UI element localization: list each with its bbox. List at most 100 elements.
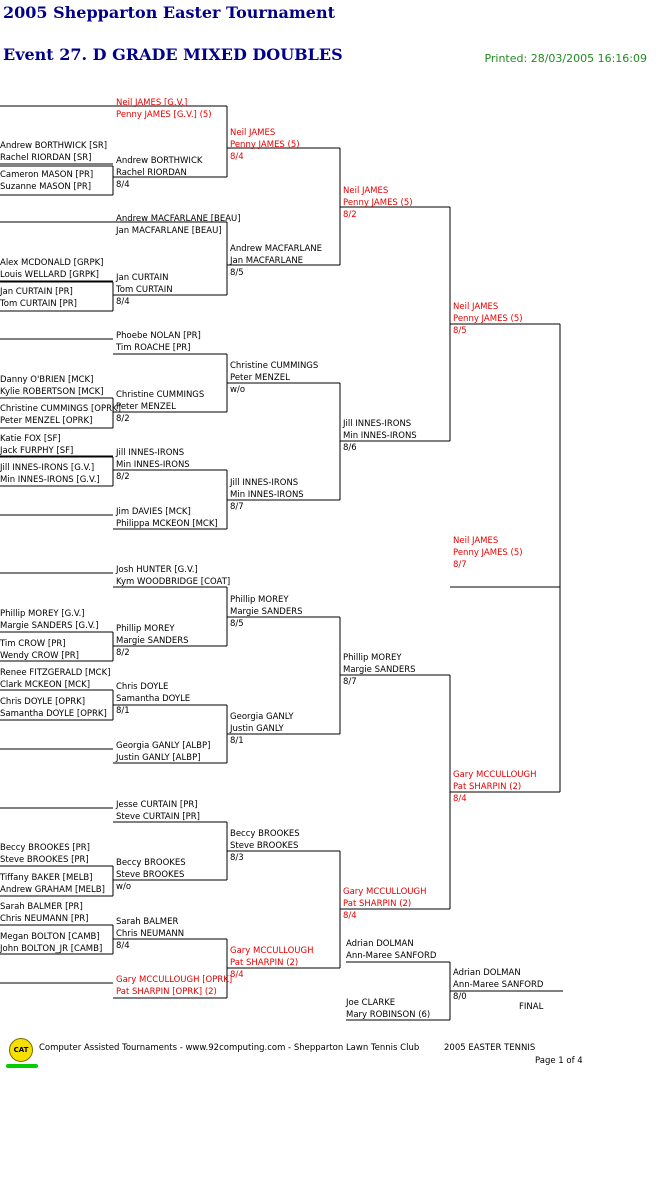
player-name: Sarah BALMER <box>116 917 178 927</box>
player-name: Beccy BROOKES <box>230 829 300 839</box>
player-name: Kylie ROBERTSON [MCK] <box>0 387 104 397</box>
player-name: Margie SANDERS <box>230 607 303 617</box>
player-name: Sarah BALMER [PR] <box>0 902 83 912</box>
footer-credit: Computer Assisted Tournaments - www.92co… <box>39 1043 420 1053</box>
match-score: 8/6 <box>343 443 357 453</box>
player-name: Alex MCDONALD [GRPK] <box>0 258 103 268</box>
player-name: Gary MCCULLOUGH <box>343 887 427 897</box>
player-name: Jan CURTAIN <box>115 273 168 283</box>
player-name: Margie SANDERS [G.V.] <box>0 621 99 631</box>
player-name: Jill INNES-IRONS [G.V.] <box>0 463 94 473</box>
match-score: 8/7 <box>343 677 357 687</box>
player-name: Jim DAVIES [MCK] <box>115 507 191 517</box>
match-score: 8/4 <box>343 911 357 921</box>
match-score: w/o <box>116 882 131 892</box>
player-name: Clark MCKEON [MCK] <box>0 680 90 690</box>
match-score: 8/2 <box>116 472 130 482</box>
player-name: Joe CLARKE <box>345 998 395 1008</box>
page-number: Page 1 of 4 <box>535 1056 583 1066</box>
player-name: Pat SHARPIN (2) <box>343 899 411 909</box>
player-name: Pat SHARPIN [OPRK] (2) <box>116 987 217 997</box>
player-name: Wendy CROW [PR] <box>0 651 79 661</box>
player-name: Chris NEUMANN <box>116 929 184 939</box>
player-name: Justin GANLY [ALBP] <box>115 753 201 763</box>
match-score: 8/1 <box>116 706 130 716</box>
cat-logo-icon: CAT <box>9 1038 33 1062</box>
player-name: Peter MENZEL <box>230 373 290 383</box>
match-score: 8/3 <box>230 853 244 863</box>
player-name: Penny JAMES [G.V.] (5) <box>116 110 212 120</box>
player-name: Jan MACFARLANE <box>229 256 303 266</box>
player-name: John BOLTON_JR [CAMB] <box>0 944 102 954</box>
player-name: Chris DOYLE <box>116 682 168 692</box>
player-name: Penny JAMES (5) <box>453 548 523 558</box>
player-name: Penny JAMES (5) <box>453 314 523 324</box>
player-name: Neil JAMES <box>453 536 498 546</box>
player-name: Neil JAMES [G.V.] <box>116 98 187 108</box>
player-name: Ann-Maree SANFORD <box>453 980 544 990</box>
match-score: 8/4 <box>116 941 130 951</box>
printed-timestamp: Printed: 28/03/2005 16:16:09 <box>484 52 647 65</box>
player-name: Margie SANDERS <box>116 636 189 646</box>
player-name: Christine CUMMINGS [OPRK] <box>0 404 121 414</box>
final-label: FINAL <box>519 1002 544 1012</box>
player-name: Beccy BROOKES [PR] <box>0 843 90 853</box>
player-name: Rachel RIORDAN [SR] <box>0 153 92 163</box>
player-name: Renee FITZGERALD [MCK] <box>0 668 111 678</box>
player-name: Kym WOODBRIDGE [COAT] <box>116 577 230 587</box>
match-score: w/o <box>230 385 245 395</box>
player-name: Tom CURTAIN <box>115 285 173 295</box>
player-name: Gary MCCULLOUGH [OPRK] <box>116 975 232 985</box>
player-name: Jan CURTAIN [PR] <box>0 287 73 297</box>
player-name: Philippa MCKEON [MCK] <box>116 519 218 529</box>
player-name: Andrew BORTHWICK <box>116 156 203 166</box>
player-name: Neil JAMES <box>453 302 498 312</box>
player-name: Gary MCCULLOUGH <box>230 946 314 956</box>
match-score: 8/5 <box>453 326 467 336</box>
player-name: Jack FURPHY [SF] <box>0 446 73 456</box>
player-name: Rachel RIORDAN <box>116 168 187 178</box>
player-name: Jesse CURTAIN [PR] <box>115 800 198 810</box>
player-name: Suzanne MASON [PR] <box>0 182 91 192</box>
player-name: Min INNES-IRONS <box>230 490 304 500</box>
footer-event: 2005 EASTER TENNIS <box>444 1043 536 1053</box>
player-name: Tiffany BAKER [MELB] <box>0 873 93 883</box>
player-name: Jill INNES-IRONS <box>229 478 298 488</box>
player-name: Georgia GANLY [ALBP] <box>116 741 210 751</box>
player-name: Min INNES-IRONS [G.V.] <box>0 475 100 485</box>
player-name: Tim ROACHE [PR] <box>115 343 190 353</box>
player-name: Samantha DOYLE <box>116 694 190 704</box>
player-name: Andrew BORTHWICK [SR] <box>0 141 107 151</box>
player-name: Jill INNES-IRONS <box>115 448 184 458</box>
player-name: Louis WELLARD [GRPK] <box>0 270 99 280</box>
player-name: Steve BROOKES <box>116 870 184 880</box>
player-name: Steve BROOKES [PR] <box>0 855 89 865</box>
player-name: Georgia GANLY <box>230 712 294 722</box>
player-name: Josh HUNTER [G.V.] <box>115 565 198 575</box>
player-name: Christine CUMMINGS <box>116 390 204 400</box>
match-score: 8/7 <box>230 502 244 512</box>
player-name: Phillip MOREY [G.V.] <box>0 609 85 619</box>
player-name: Margie SANDERS <box>343 665 416 675</box>
player-name: Mary ROBINSON (6) <box>346 1010 430 1020</box>
player-name: Justin GANLY <box>229 724 284 734</box>
logo-underline <box>6 1064 38 1068</box>
player-name: Min INNES-IRONS <box>343 431 417 441</box>
player-name: Samantha DOYLE [OPRK] <box>0 709 107 719</box>
player-name: Pat SHARPIN (2) <box>453 782 521 792</box>
player-name: Penny JAMES (5) <box>343 198 413 208</box>
player-name: Gary MCCULLOUGH <box>453 770 537 780</box>
player-name: Pat SHARPIN (2) <box>230 958 298 968</box>
player-name: Andrew MACFARLANE [BEAU] <box>116 214 241 224</box>
match-score: 8/2 <box>116 648 130 658</box>
player-name: Adrian DOLMAN <box>346 939 414 949</box>
player-name: Penny JAMES (5) <box>230 140 300 150</box>
player-name: Phillip MOREY <box>116 624 175 634</box>
player-name: Phillip MOREY <box>230 595 289 605</box>
match-score: 8/7 <box>453 560 467 570</box>
match-score: 8/0 <box>453 992 467 1002</box>
player-name: Cameron MASON [PR] <box>0 170 93 180</box>
match-score: 8/4 <box>230 970 244 980</box>
